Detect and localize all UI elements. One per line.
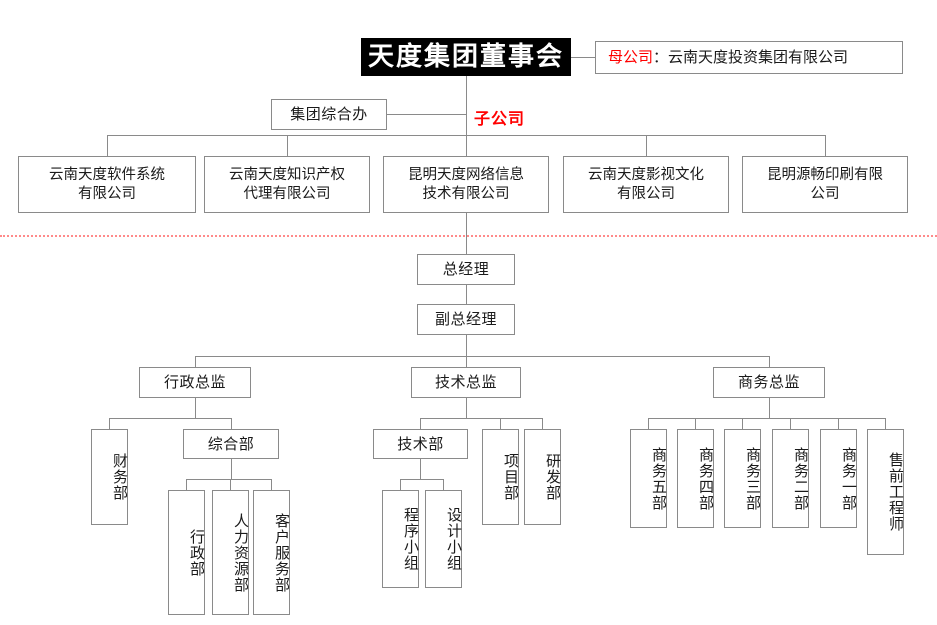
parent-company-box[interactable]: 母公司：云南天度投资集团有限公司 [595, 41, 903, 74]
parent-company-tag: 母公司 [608, 48, 654, 67]
business-unit-5-box[interactable]: 商务五部 [630, 429, 668, 528]
customer-service-dept-box[interactable]: 客户服务部 [253, 490, 291, 615]
general-affairs-dept-box[interactable]: 综合部 [183, 429, 279, 459]
connector-drop-business-unit-3 [742, 418, 743, 429]
connector-root-to-parent-company [571, 57, 595, 58]
group-general-office-box[interactable]: 集团综合办 [271, 99, 387, 130]
root-node-board-of-directors[interactable]: 天度集团董事会 [361, 38, 571, 76]
business-unit-2-box[interactable]: 商务二部 [772, 429, 810, 528]
finance-dept-box[interactable]: 财务部 [91, 429, 129, 525]
parent-company-separator: ： [653, 48, 669, 67]
connector-drop-project-dept [500, 418, 501, 429]
connector-business-director-spine [769, 398, 770, 418]
connector-drop-general-affairs [231, 418, 232, 429]
connector-gm-to-dgm [466, 285, 467, 304]
section-divider [0, 235, 937, 237]
connector-drop-admin-dept [186, 479, 187, 490]
subsidiary-box-5[interactable]: 昆明源畅印刷有限 公司 [742, 156, 908, 213]
connector-director-bus [195, 356, 769, 357]
connector-drop-subsidiary-2 [287, 135, 288, 156]
subsidiary-box-4[interactable]: 云南天度影视文化 有限公司 [563, 156, 729, 213]
connector-drop-hr-dept [230, 479, 231, 490]
program-group-box[interactable]: 程序小组 [382, 490, 420, 588]
connector-drop-director-2 [466, 356, 467, 367]
business-unit-4-box[interactable]: 商务四部 [677, 429, 715, 528]
connector-tech-bus [420, 418, 542, 419]
design-group-box[interactable]: 设计小组 [425, 490, 463, 588]
connector-drop-rd-dept [542, 418, 543, 429]
connector-drop-subsidiary-1 [107, 135, 108, 156]
connector-drop-customer-service-dept [271, 479, 272, 490]
presales-engineer-box[interactable]: 售前工程师 [867, 429, 905, 555]
connector-drop-director-3 [769, 356, 770, 367]
parent-company-name: 云南天度投资集团有限公司 [668, 48, 849, 67]
subsidiary-tag-label: 子公司 [474, 109, 526, 128]
connector-spine-to-lower-section [466, 213, 467, 254]
connector-drop-subsidiary-5 [825, 135, 826, 156]
connector-drop-business-unit-4 [790, 418, 791, 429]
director-box-tech[interactable]: 技术总监 [411, 367, 521, 398]
connector-root-spine [466, 76, 467, 135]
hr-dept-box[interactable]: 人力资源部 [212, 490, 250, 615]
rd-dept-box[interactable]: 研发部 [524, 429, 562, 525]
connector-drop-director-1 [195, 356, 196, 367]
admin-dept-box[interactable]: 行政部 [168, 490, 206, 615]
connector-drop-business-unit-1 [648, 418, 649, 429]
subsidiary-box-2[interactable]: 云南天度知识产权 代理有限公司 [204, 156, 370, 213]
business-unit-3-box[interactable]: 商务三部 [724, 429, 762, 528]
business-unit-1-box[interactable]: 商务一部 [820, 429, 858, 528]
connector-general-affairs-spine [231, 459, 232, 479]
subsidiary-box-1[interactable]: 云南天度软件系统 有限公司 [18, 156, 196, 213]
connector-drop-subsidiary-4 [646, 135, 647, 156]
general-manager-box[interactable]: 总经理 [417, 254, 515, 285]
project-dept-box[interactable]: 项目部 [482, 429, 520, 525]
tech-dept-box[interactable]: 技术部 [373, 429, 468, 459]
director-box-business[interactable]: 商务总监 [713, 367, 825, 398]
connector-general-affairs-bus [186, 479, 271, 480]
connector-drop-business-unit-2 [695, 418, 696, 429]
connector-tech-dept-bus [400, 479, 443, 480]
connector-drop-business-unit-5 [838, 418, 839, 429]
connector-dgm-spine [466, 335, 467, 356]
deputy-general-manager-box[interactable]: 副总经理 [417, 304, 515, 335]
connector-drop-tech-dept [420, 418, 421, 429]
connector-business-bus [648, 418, 885, 419]
connector-group-office-to-spine [387, 114, 466, 115]
connector-drop-design-group [443, 479, 444, 490]
connector-drop-subsidiary-3 [466, 135, 467, 156]
connector-drop-program-group [400, 479, 401, 490]
connector-tech-dept-spine [420, 459, 421, 479]
director-box-admin[interactable]: 行政总监 [139, 367, 251, 398]
connector-drop-presales-engineer [885, 418, 886, 429]
subsidiary-box-3[interactable]: 昆明天度网络信息 技术有限公司 [383, 156, 549, 213]
connector-tech-director-spine [466, 398, 467, 418]
connector-admin-director-spine [195, 398, 196, 418]
connector-admin-bus [109, 418, 231, 419]
connector-drop-finance [109, 418, 110, 429]
